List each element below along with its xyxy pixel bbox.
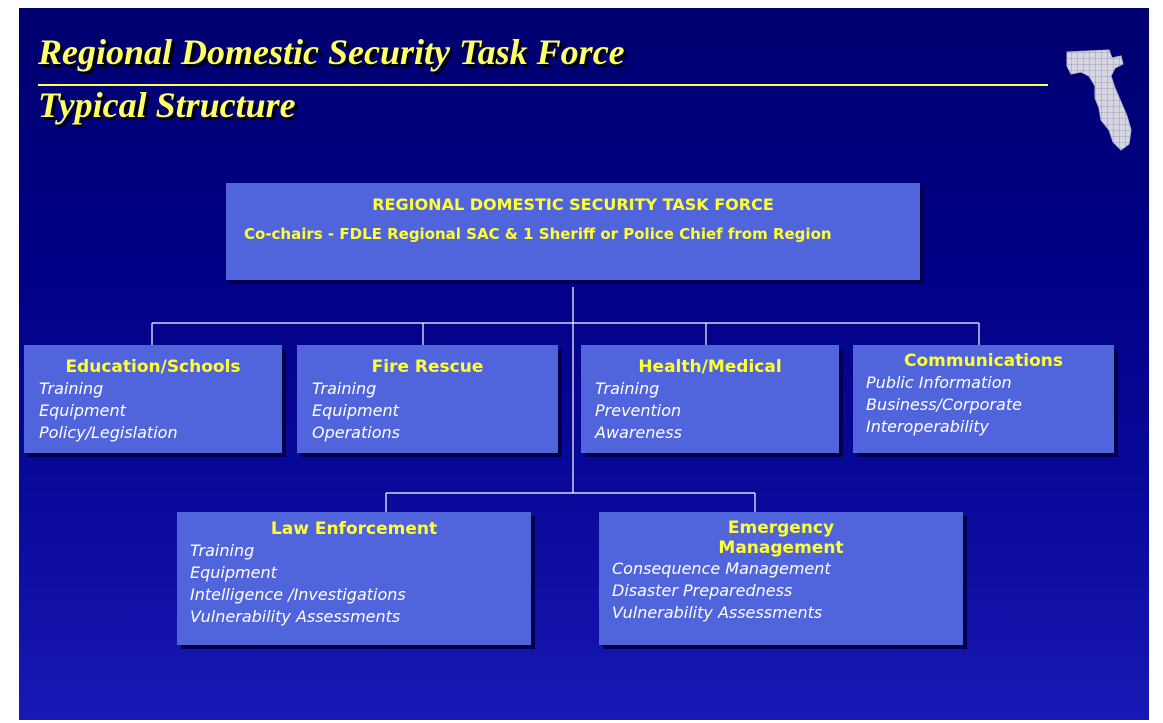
committee-item: Policy/Legislation <box>39 423 178 442</box>
committee-emergency-management-box: Emergency Management Consequence Managem… <box>599 512 963 645</box>
committee-title: Law Enforcement <box>270 519 438 539</box>
committee-item: Training <box>595 379 660 398</box>
committee-item: Business/Corporate <box>866 395 1022 414</box>
florida-map-icon <box>1066 49 1132 151</box>
committee-item: Training <box>312 379 377 398</box>
committee-item: Vulnerability Assessments <box>190 607 401 626</box>
committee-item: Public Information <box>866 373 1012 392</box>
committee-item: Awareness <box>595 423 682 442</box>
committee-item: Disaster Preparedness <box>612 581 793 600</box>
committee-education-box: Education/Schools Training Equipment Pol… <box>24 345 282 453</box>
committee-item: Consequence Management <box>612 559 831 578</box>
committee-communications-box: Communications Public Information Busine… <box>853 345 1114 453</box>
slide-title: Regional Domestic Security Task Force <box>38 32 625 72</box>
committee-item: Equipment <box>39 401 126 420</box>
slide-subtitle: Typical Structure <box>38 85 296 125</box>
committee-item: Operations <box>312 423 400 442</box>
committee-law-enforcement-box: Law Enforcement Training Equipment Intel… <box>177 512 531 645</box>
committee-health-medical-box: Health/Medical Training Prevention Aware… <box>581 345 839 453</box>
task-force-cochairs: Co-chairs - FDLE Regional SAC & 1 Sherif… <box>244 225 832 243</box>
task-force-box: REGIONAL DOMESTIC SECURITY TASK FORCE Co… <box>226 183 920 280</box>
committee-title: Education/Schools <box>65 357 241 377</box>
committee-item: Intelligence /Investigations <box>190 585 406 604</box>
committee-title: Fire Rescue <box>371 357 484 377</box>
committee-item: Vulnerability Assessments <box>612 603 823 622</box>
committee-title: Emergency Management <box>718 518 844 558</box>
committee-item: Training <box>39 379 104 398</box>
title-underline <box>38 84 1048 86</box>
task-force-title: REGIONAL DOMESTIC SECURITY TASK FORCE <box>372 195 774 214</box>
committee-item: Training <box>190 541 255 560</box>
committee-item: Equipment <box>190 563 277 582</box>
committee-title: Health/Medical <box>638 357 782 377</box>
committee-item: Prevention <box>595 401 682 420</box>
committee-title: Communications <box>903 351 1064 371</box>
committee-item: Equipment <box>312 401 399 420</box>
committee-item: Interoperability <box>866 417 989 436</box>
committee-fire-rescue-box: Fire Rescue Training Equipment Operation… <box>297 345 558 453</box>
